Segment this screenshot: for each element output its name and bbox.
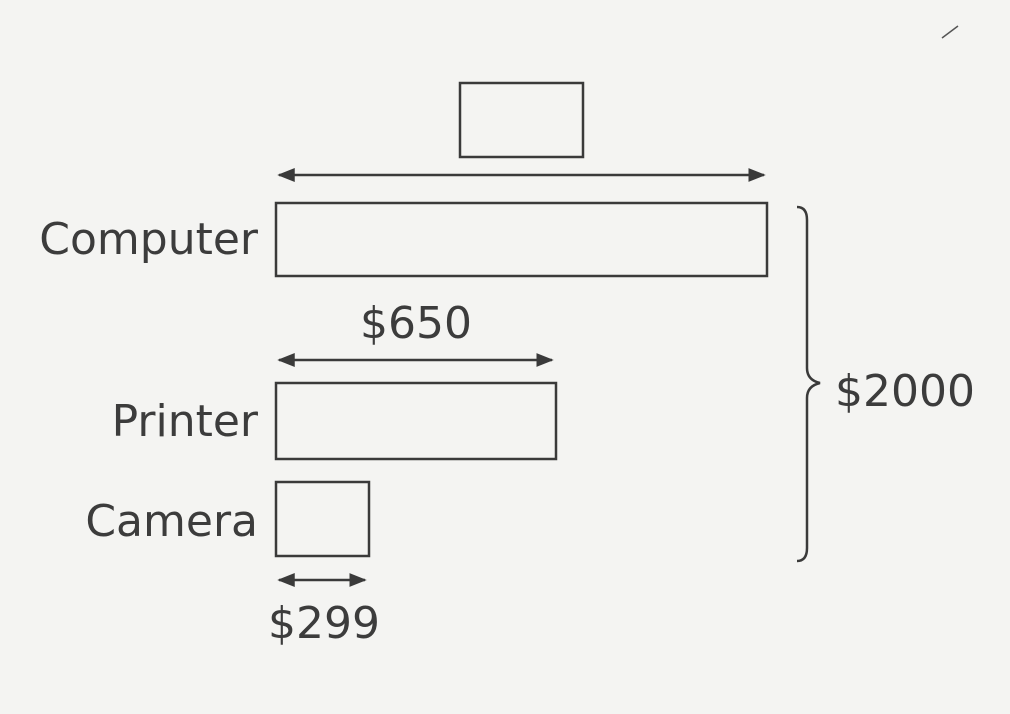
camera-price-label: $299 bbox=[268, 598, 380, 649]
camera-label: Camera bbox=[85, 496, 258, 547]
printer-price-label: $650 bbox=[360, 298, 472, 349]
pen-mark bbox=[941, 25, 959, 39]
total-price-label: $2000 bbox=[835, 366, 975, 417]
printer-label: Printer bbox=[111, 396, 258, 447]
computer-label: Computer bbox=[39, 214, 258, 265]
camera-bar bbox=[274, 480, 371, 558]
printer-bar bbox=[274, 381, 558, 461]
total-brace bbox=[796, 205, 821, 563]
computer-bar bbox=[274, 201, 769, 278]
unknown-amount-box bbox=[458, 81, 585, 159]
